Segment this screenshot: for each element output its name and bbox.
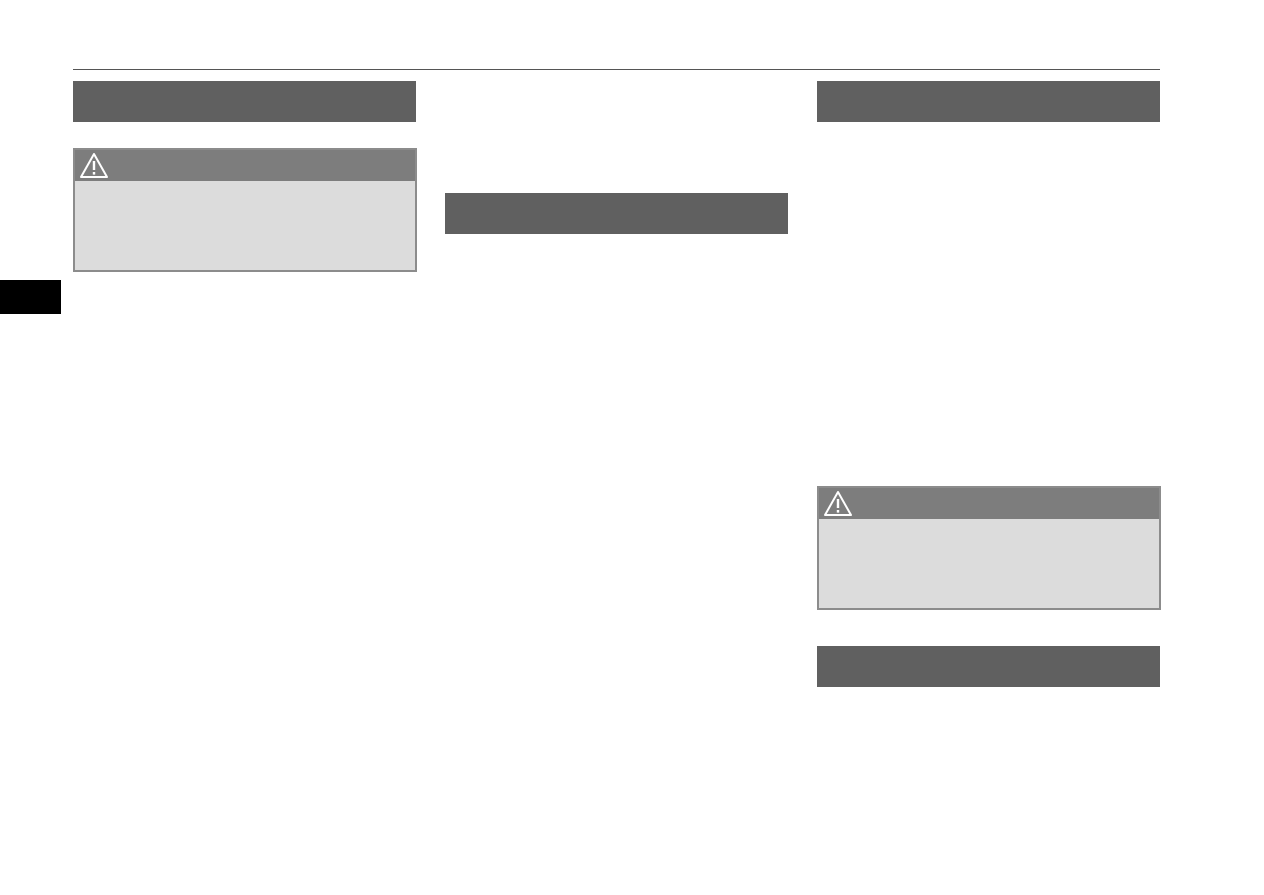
header-rule bbox=[73, 69, 1160, 70]
warning-text bbox=[819, 519, 1159, 531]
middle-section-header bbox=[445, 193, 788, 234]
left-warning-box bbox=[73, 148, 417, 272]
warning-header bbox=[819, 488, 1159, 519]
warning-triangle-icon bbox=[824, 491, 852, 516]
warning-triangle-icon bbox=[80, 153, 108, 178]
left-section-header bbox=[73, 81, 416, 122]
chapter-tab bbox=[0, 280, 61, 314]
warning-header bbox=[75, 150, 415, 181]
right-section-header-bottom bbox=[817, 646, 1160, 687]
right-section-header-top bbox=[817, 81, 1160, 122]
warning-text bbox=[75, 181, 415, 193]
right-warning-box bbox=[817, 486, 1161, 610]
